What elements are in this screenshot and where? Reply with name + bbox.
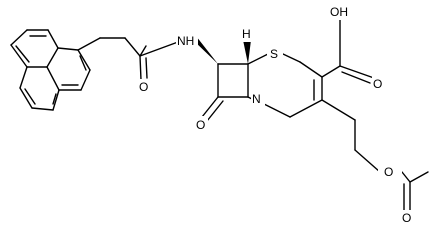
carboxyl-oh-label: OH (330, 5, 348, 19)
stereo-h-label: H (242, 27, 251, 41)
ring-n-label: N (252, 92, 261, 106)
acetyl-o-label: O (402, 211, 411, 225)
amide-o-label: O (139, 80, 148, 94)
sulfur-label: S (270, 47, 278, 61)
carboxyl-o-label: O (373, 77, 382, 91)
acetoxymethyl-group (321, 99, 429, 213)
cephem-core (193, 36, 323, 122)
atom-labels: OH O S NH O O N O O H (137, 4, 414, 226)
lactam-o-label: O (196, 118, 205, 132)
carboxylic-acid-group (321, 19, 375, 84)
acetamide-linker (77, 37, 179, 81)
ester-o-label: O (384, 165, 393, 179)
amide-nh-label: NH (177, 34, 194, 48)
naphthalene-group (10, 29, 91, 111)
